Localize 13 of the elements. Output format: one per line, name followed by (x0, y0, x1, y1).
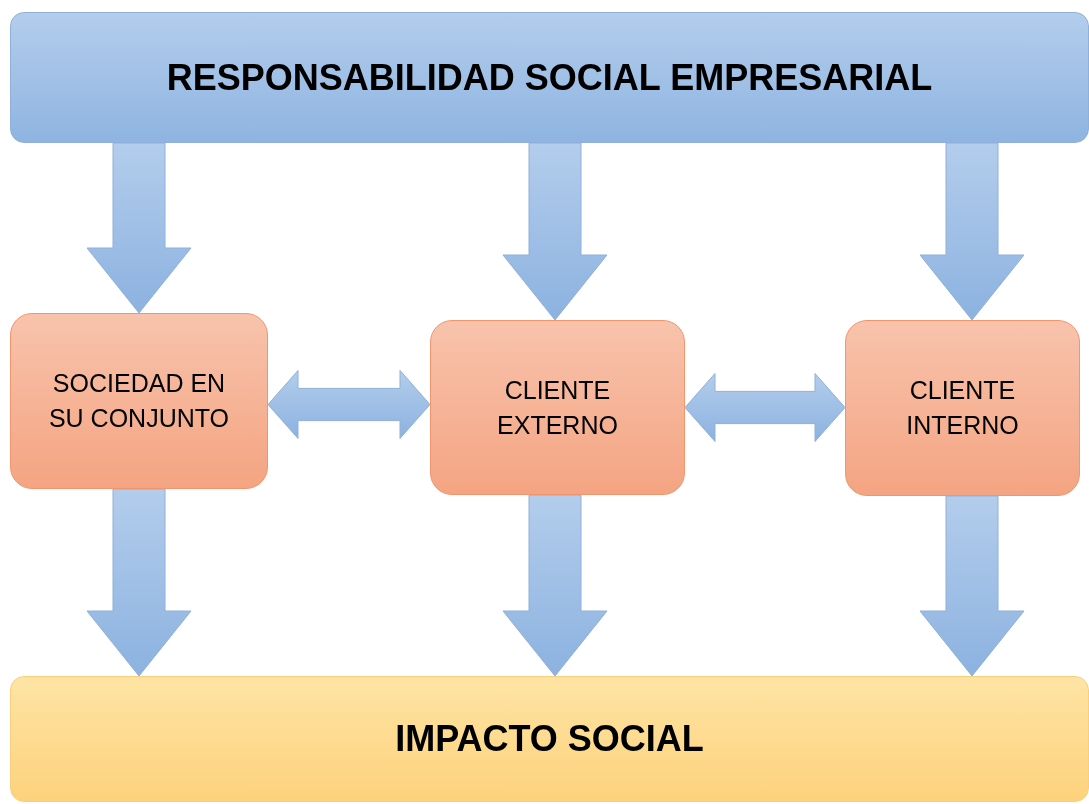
block-arrow (86, 142, 192, 314)
block-arrow (502, 142, 608, 321)
block-arrow (919, 495, 1025, 677)
process-box: SOCIEDAD EN SU CONJUNTO (10, 313, 268, 489)
block-arrow (502, 494, 608, 677)
double-block-arrow (267, 370, 431, 439)
double-block-arrow (684, 373, 846, 442)
block-arrow (86, 488, 192, 677)
block-arrow (919, 142, 1025, 321)
process-box: CLIENTE INTERNO (845, 320, 1080, 496)
title-banner: RESPONSABILIDAD SOCIAL EMPRESARIAL (10, 12, 1089, 143)
process-box: CLIENTE EXTERNO (430, 320, 685, 495)
result-banner: IMPACTO SOCIAL (10, 676, 1089, 802)
